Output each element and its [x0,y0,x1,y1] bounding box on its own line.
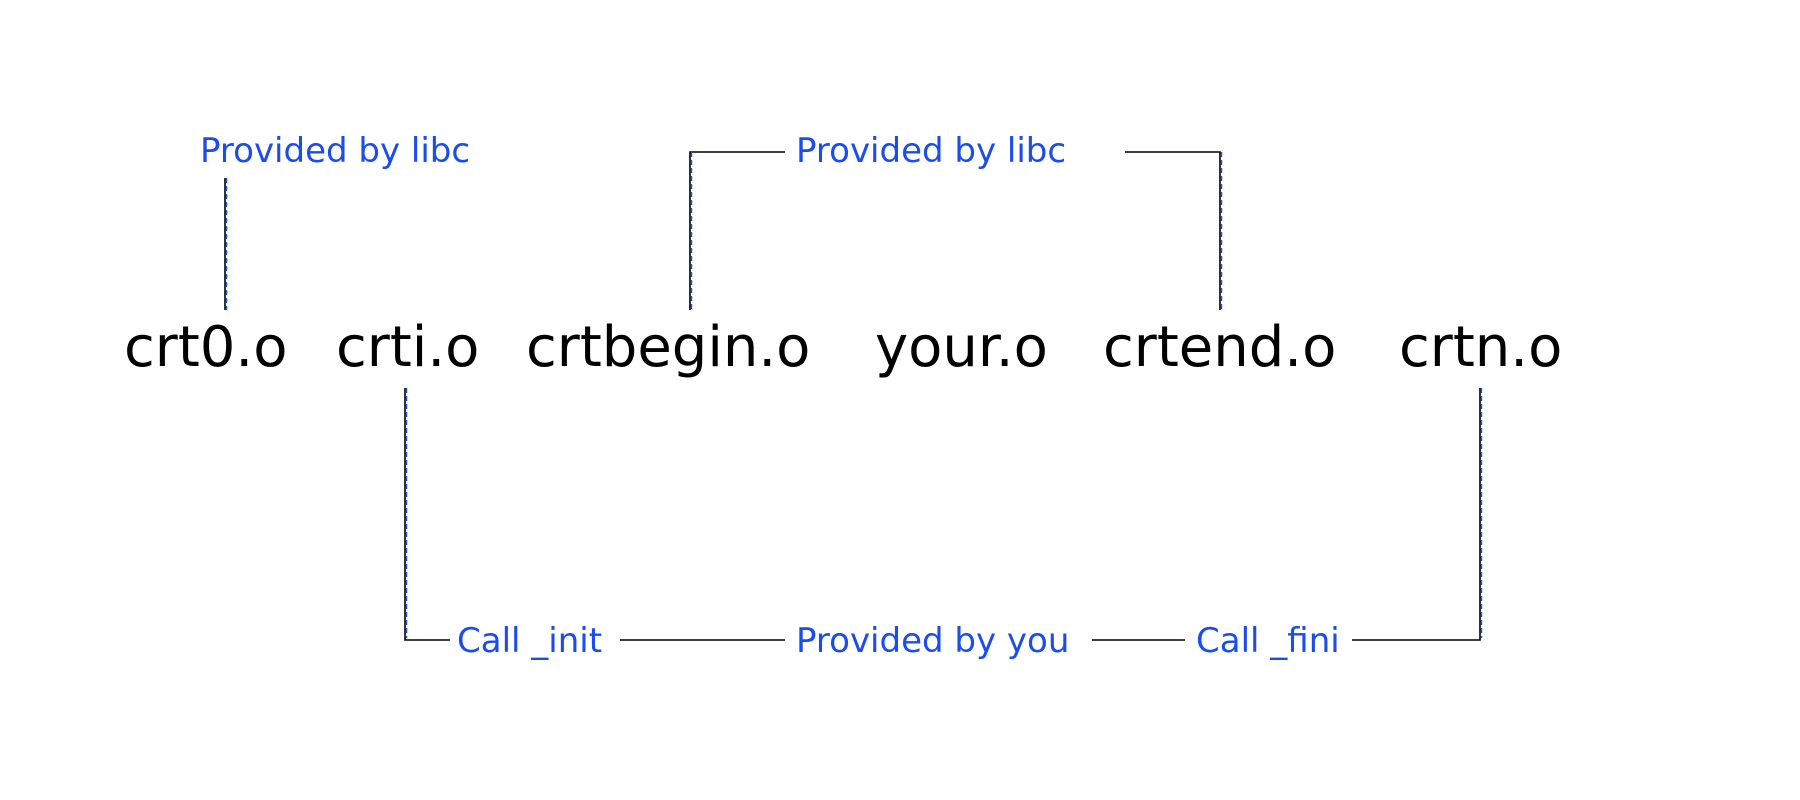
annotation-provided-by-you: Provided by you [796,621,1069,661]
connectors [224,151,1483,641]
object-files: crt0.o crti.o crtbegin.o your.o crtend.o… [124,315,1562,380]
connector-crtbegin-libc [689,151,785,310]
annotation-call-init: Call _init [457,621,602,661]
connector-call-fini-crtn [1352,388,1481,641]
annotations: Provided by libc Provided by libc Call _… [200,131,1340,661]
annotation-call-fini: Call _fini [1196,621,1340,661]
file-crtbegin: crtbegin.o [526,315,810,380]
file-your: your.o [875,315,1048,380]
file-crt0: crt0.o [124,315,287,380]
file-crtn: crtn.o [1399,315,1562,380]
file-crti: crti.o [336,315,479,380]
annotation-libc-crt0: Provided by libc [200,131,470,171]
connector-crti-call-init [404,388,450,641]
file-crtend: crtend.o [1103,315,1336,380]
annotation-libc-crtbegin-crtend: Provided by libc [796,131,1066,171]
connector-crtend-libc [1125,151,1221,310]
